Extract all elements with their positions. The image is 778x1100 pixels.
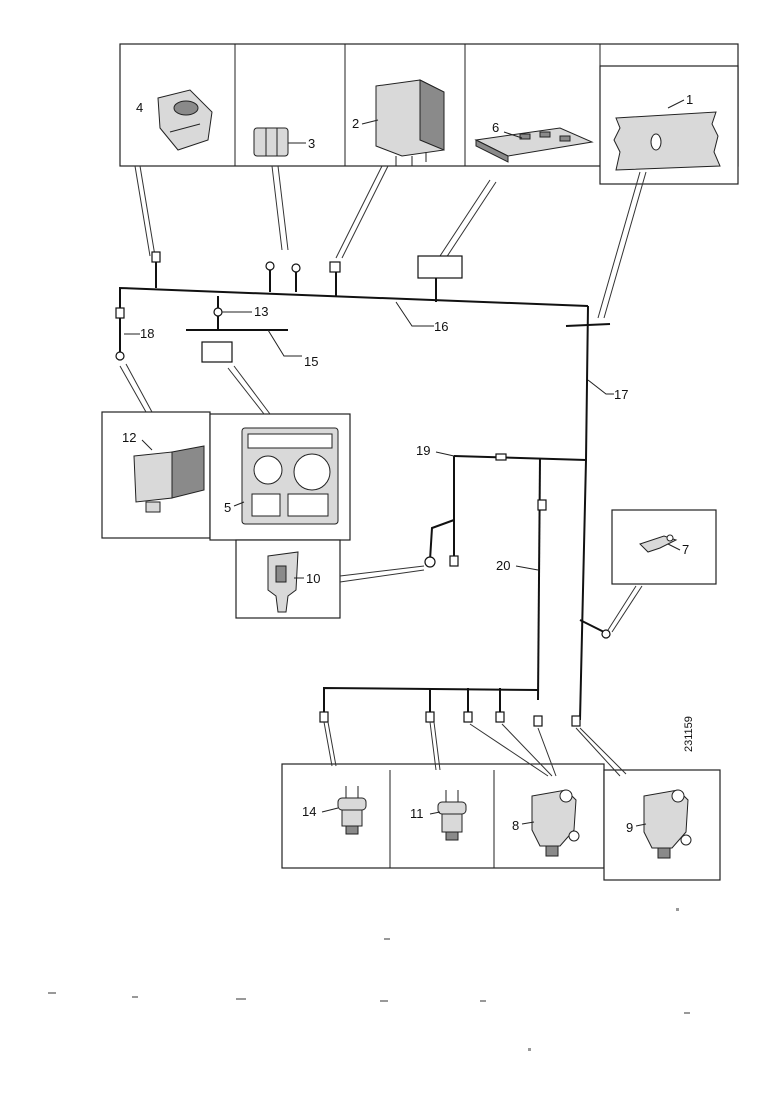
leader-7 [607, 585, 643, 633]
connector-component-3 [253, 127, 289, 157]
top-leader-arrows [134, 165, 647, 319]
leader-15-to-5 [227, 365, 271, 415]
component-box-15 [201, 341, 233, 363]
label-12: 12 [122, 430, 136, 445]
label-20: 20 [496, 558, 510, 573]
label-13: 13 [254, 304, 268, 319]
label-6: 6 [492, 120, 499, 135]
label-1: 1 [686, 92, 693, 107]
bracket-bar-17 [565, 323, 611, 327]
valve-component-9 [643, 789, 692, 859]
sensor-component-14 [337, 786, 367, 835]
valve-component-8 [531, 789, 580, 857]
leader-10 [339, 565, 425, 583]
label-3: 3 [308, 136, 315, 151]
relay-component-2 [375, 79, 445, 166]
label-16: 16 [434, 319, 448, 334]
label-15: 15 [304, 354, 318, 369]
sensor-component-10 [267, 551, 299, 613]
label-8: 8 [512, 818, 519, 833]
sensor-component-11 [437, 790, 467, 841]
figure-code: 231159 [683, 716, 695, 752]
label-18: 18 [140, 326, 154, 341]
control-board-component-6 [474, 127, 594, 163]
label-10: 10 [306, 571, 320, 586]
bracket-component-1 [613, 111, 721, 171]
switch-component-4 [157, 89, 213, 151]
label-7: 7 [682, 542, 689, 557]
label-14: 14 [302, 804, 316, 819]
label-9: 9 [626, 820, 633, 835]
harness-connectors [115, 251, 611, 727]
label-19: 19 [416, 443, 430, 458]
component-box-6-harness [417, 255, 463, 279]
label-11: 11 [410, 806, 424, 821]
scan-specks [48, 908, 690, 1051]
label-4: 4 [136, 100, 143, 115]
instrument-cluster-component-5 [241, 427, 339, 525]
main-harness [119, 262, 605, 721]
bottom-leader-arrows [323, 721, 627, 777]
label-5: 5 [224, 500, 231, 515]
component-panel-7 [611, 509, 717, 585]
leader-18-to-12 [119, 363, 153, 413]
label-2: 2 [352, 116, 359, 131]
label-17: 17 [614, 387, 628, 402]
component-12 [133, 445, 205, 513]
